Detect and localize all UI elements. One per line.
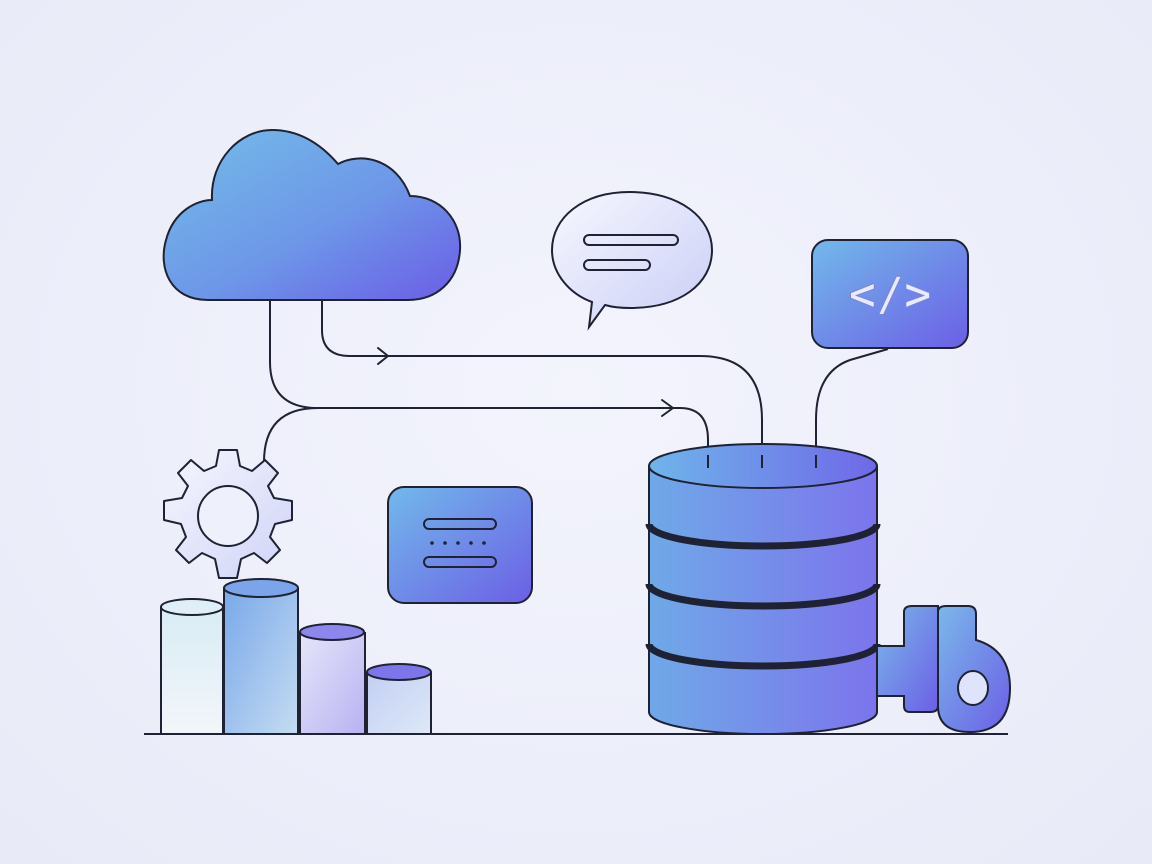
bar-chart-icon bbox=[160, 578, 432, 735]
bar-cylinder-2 bbox=[223, 578, 299, 735]
database-inlets bbox=[707, 455, 817, 468]
database-body bbox=[648, 466, 878, 735]
valve-knob bbox=[957, 670, 989, 706]
chat-line-2 bbox=[583, 259, 651, 271]
database-band-2 bbox=[645, 583, 881, 610]
arrowhead-lower bbox=[661, 399, 674, 417]
arrowheads bbox=[377, 347, 674, 417]
code-badge: </> bbox=[811, 239, 969, 349]
message-card-line-2 bbox=[423, 556, 497, 568]
arrowhead-upper bbox=[377, 347, 389, 365]
connector-cloud-to-db-lower bbox=[269, 300, 709, 468]
database-band-3 bbox=[645, 643, 881, 670]
connector-gear-link bbox=[263, 407, 319, 463]
pipe-valve-icon bbox=[876, 605, 1012, 734]
connector-code-to-db bbox=[815, 348, 889, 465]
chat-bubble-icon bbox=[550, 190, 714, 331]
bar-cylinder-1 bbox=[160, 598, 224, 735]
code-icon: </> bbox=[848, 267, 931, 321]
database-icon bbox=[645, 443, 881, 735]
bar-cylinder-4 bbox=[366, 663, 432, 735]
message-card-dots bbox=[430, 541, 486, 545]
valve-body bbox=[937, 605, 1012, 734]
gear-icon bbox=[163, 449, 293, 579]
message-card-line-1 bbox=[423, 518, 497, 530]
database-band-1 bbox=[645, 523, 881, 550]
cloud-icon bbox=[162, 128, 462, 301]
connector-cloud-to-db-upper bbox=[321, 300, 763, 465]
chat-line-1 bbox=[583, 234, 679, 246]
message-card-icon bbox=[387, 486, 533, 604]
bar-cylinder-3 bbox=[299, 623, 366, 735]
valve-pipe bbox=[876, 605, 939, 713]
connector-lines bbox=[144, 300, 1008, 735]
